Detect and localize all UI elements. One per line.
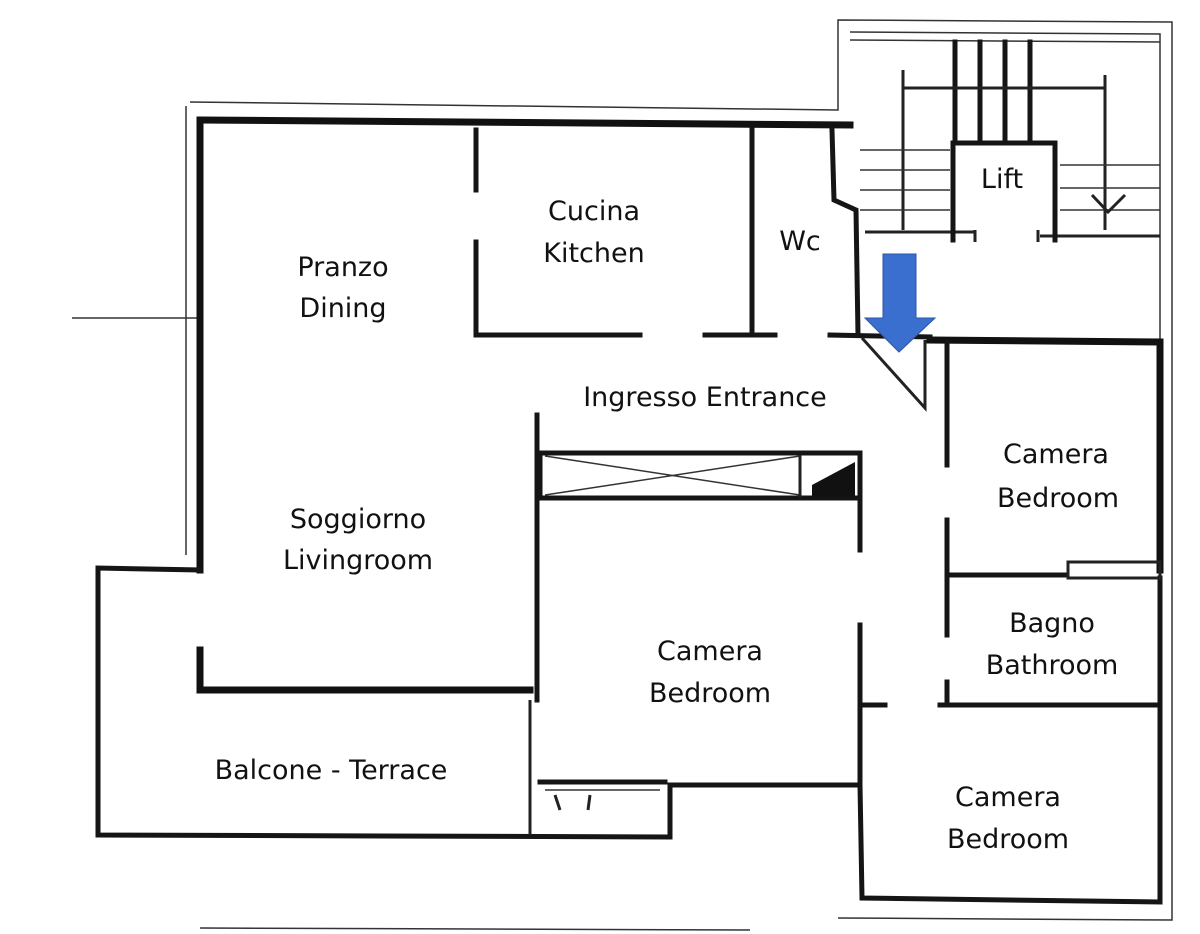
kitchen-label-it: Cucina <box>548 196 640 227</box>
bathroom-label-it: Bagno <box>1009 608 1095 639</box>
bathroom-label-en: Bathroom <box>986 650 1119 681</box>
terrace-label: Balcone - Terrace <box>215 755 448 786</box>
bedroom-1-label-it: Camera <box>1003 439 1109 470</box>
dining-label-en: Dining <box>299 293 386 324</box>
exterior-walls <box>95 116 1164 905</box>
bedroom-2-label-en: Bedroom <box>649 678 771 709</box>
kitchen-label-en: Kitchen <box>543 238 644 269</box>
interior-walls <box>473 127 1163 835</box>
bedroom-2-label-it: Camera <box>657 636 763 667</box>
bedroom-3-label-en: Bedroom <box>947 824 1069 855</box>
lift-label: Lift <box>981 164 1023 195</box>
lift-shaft <box>950 140 1058 243</box>
living-label-it: Soggiorno <box>290 504 426 535</box>
wc-label: Wc <box>779 226 821 257</box>
staircase <box>849 39 1161 238</box>
arrow-down-icon <box>863 253 937 353</box>
bedroom-1-label-en: Bedroom <box>997 483 1119 514</box>
living-label-en: Livingroom <box>283 545 433 576</box>
entrance-label: Ingresso Entrance <box>583 382 827 413</box>
dining-label-it: Pranzo <box>297 252 388 283</box>
bedroom-3-label-it: Camera <box>955 782 1061 813</box>
